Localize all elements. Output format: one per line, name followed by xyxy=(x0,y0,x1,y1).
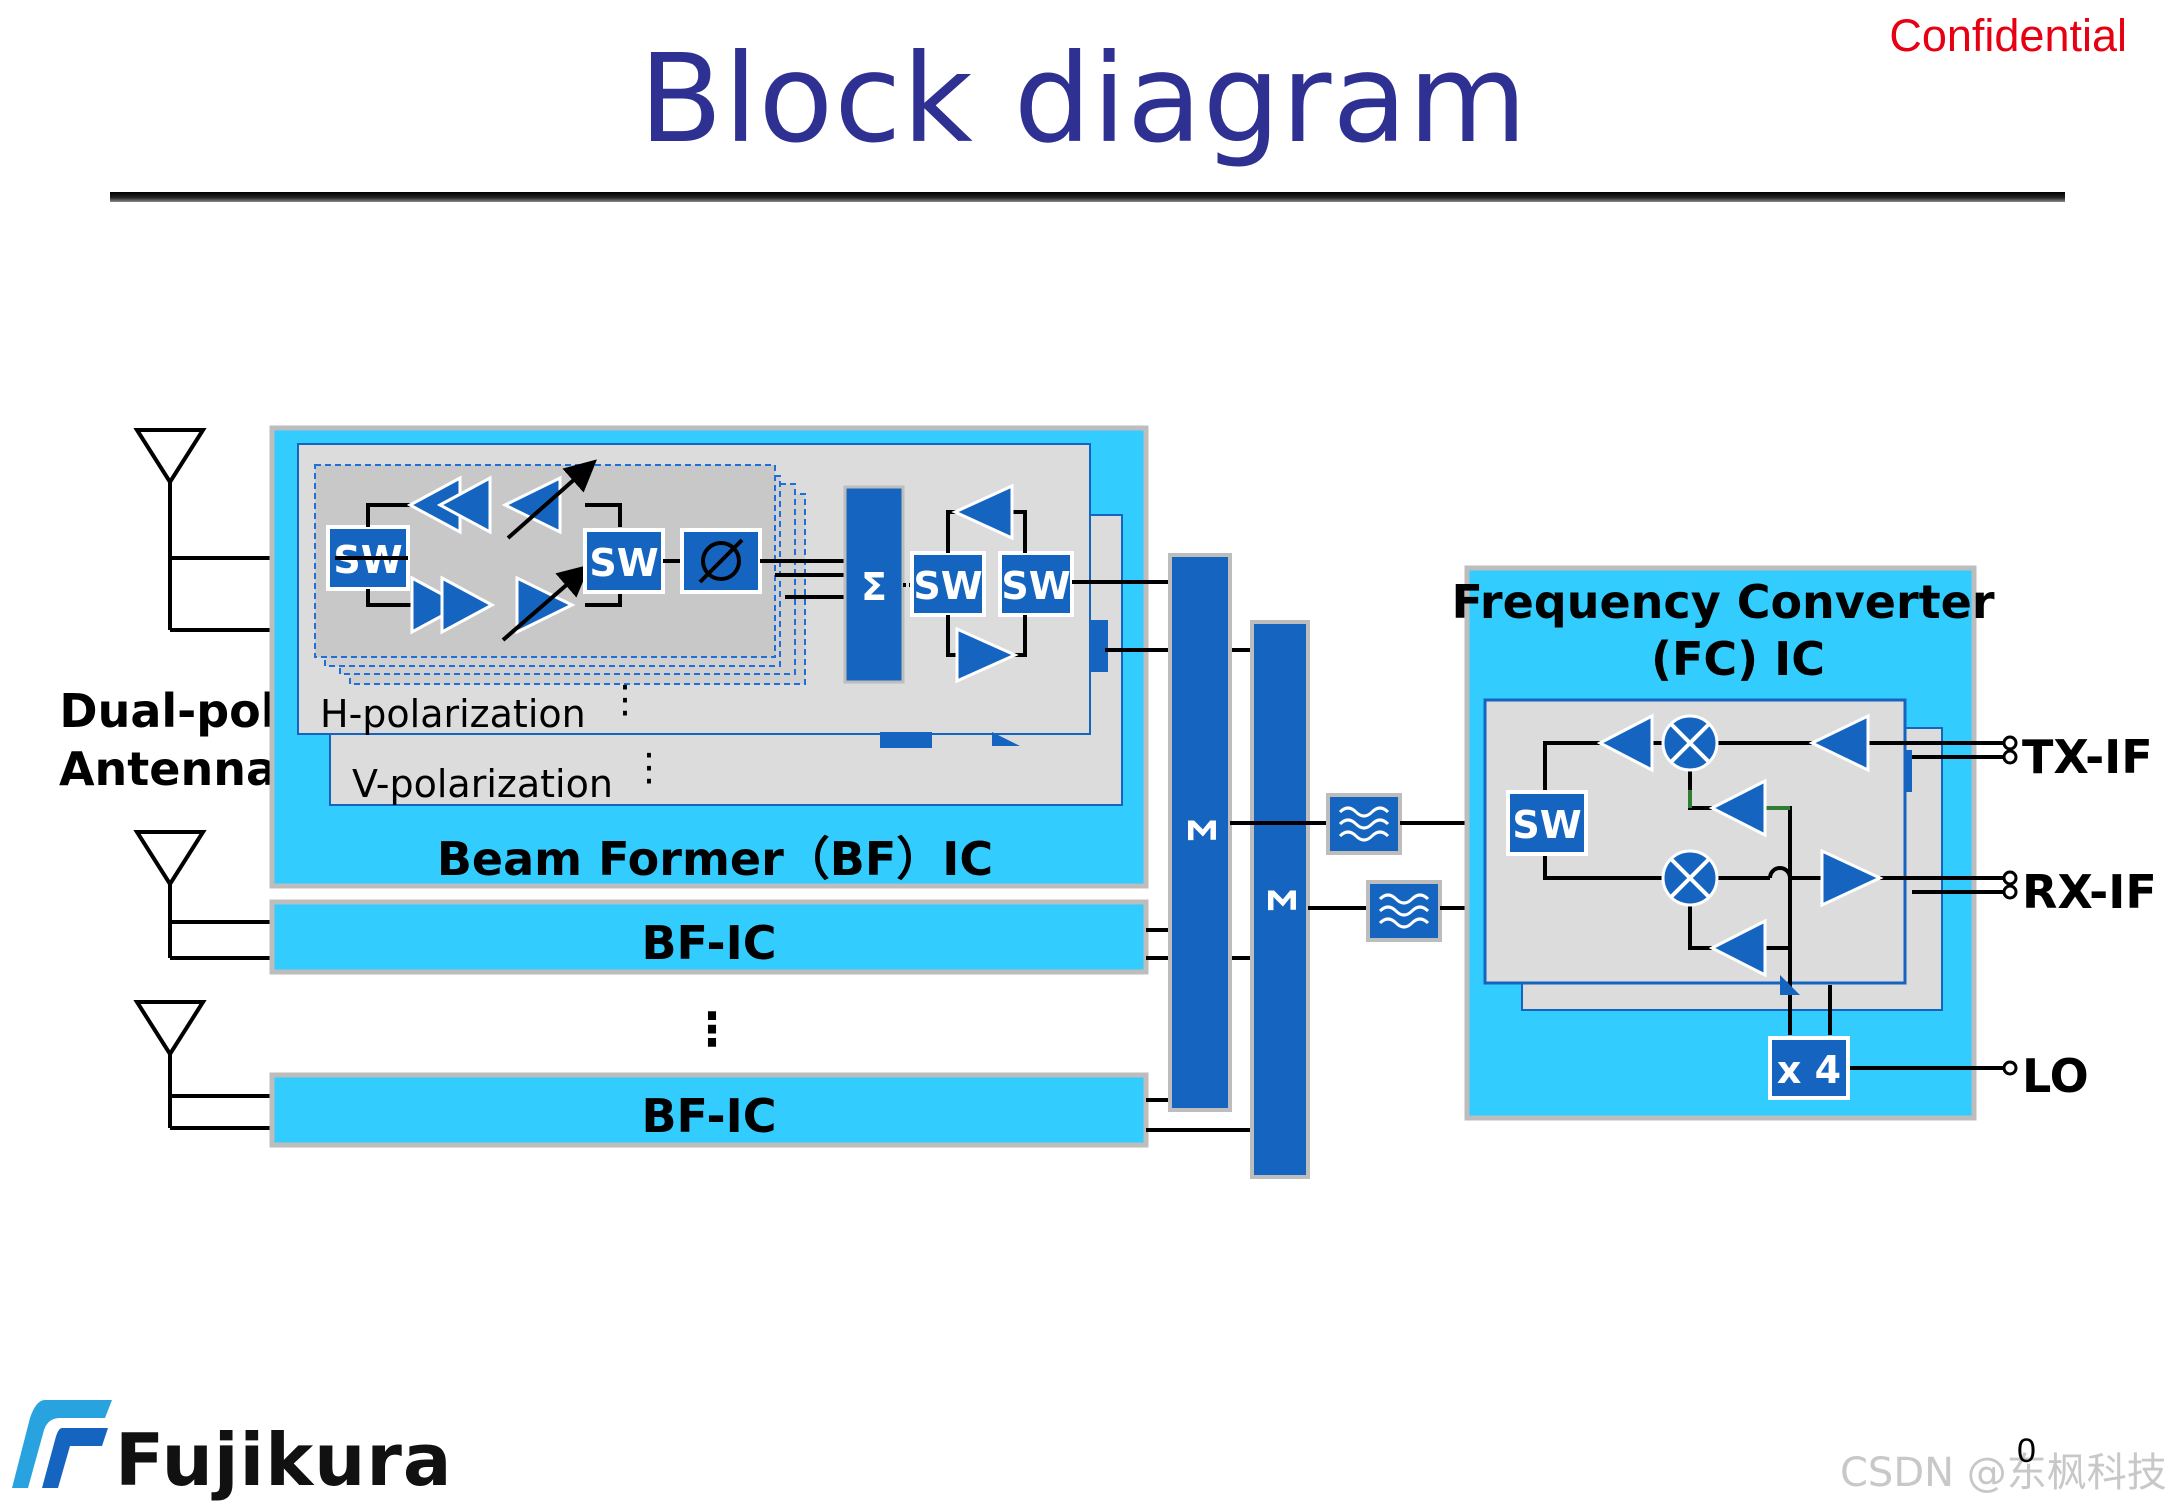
svg-text:SW: SW xyxy=(913,564,982,608)
combiner-sum-1: Σ xyxy=(1168,553,1232,1112)
bf-ic-row-1: BF-IC xyxy=(269,899,1149,975)
bf-ic-row-2: BF-IC xyxy=(269,1072,1149,1148)
port-rx-if-label: RX-IF xyxy=(2022,865,2157,919)
svg-text:SW: SW xyxy=(589,541,658,585)
fc-lo-amplifier-tx-icon xyxy=(1708,778,1767,838)
confidential-label: Confidential xyxy=(1889,10,2127,61)
port-tx-if-label: TX-IF xyxy=(2022,730,2153,784)
fc-switch: SW xyxy=(1506,790,1588,856)
antenna-label-line2: Antenna xyxy=(59,742,277,796)
bf-common-tx-amplifier-icon xyxy=(951,483,1014,541)
bf-ic-more-ellipsis: ⋮ xyxy=(689,1002,735,1056)
filter-icon-1 xyxy=(1326,793,1402,855)
fc-rx-if-amplifier-icon xyxy=(1820,848,1884,908)
bf-tx-variable-attenuator-icon xyxy=(501,459,597,540)
svg-text:SW: SW xyxy=(1512,803,1581,847)
bf-common-rx-amplifier-icon xyxy=(955,626,1019,684)
beam-former-title: Beam Former（BF）IC xyxy=(437,832,993,886)
svg-text:⋮: ⋮ xyxy=(630,745,668,789)
svg-text:SW: SW xyxy=(1001,564,1070,608)
fujikura-logo-icon xyxy=(12,1400,112,1488)
page-number: 0 xyxy=(2017,1432,2036,1470)
antenna-3 xyxy=(133,1000,272,1130)
bf-sum-block: Σ xyxy=(843,485,905,684)
fc-lo-amplifier-rx-icon xyxy=(1708,918,1767,978)
fc-lo-multiplier: x 4 xyxy=(1768,1036,1850,1100)
bf-phase-shifter-icon xyxy=(680,528,762,594)
antenna-2 xyxy=(133,830,272,960)
bf-rx-variable-attenuator-icon xyxy=(501,564,591,642)
bf-rx-amplifier-icon xyxy=(410,575,496,635)
filter-icon-2 xyxy=(1366,880,1442,942)
watermark: CSDN @东枫科技 xyxy=(1840,1450,2167,1496)
fc-title-line2: (FC) IC xyxy=(1651,632,1825,686)
bf-element-switch-out: SW xyxy=(583,528,665,594)
title-divider xyxy=(110,192,2065,202)
bf-tx-amplifier-icon xyxy=(406,475,492,535)
fc-tx-amplifier-icon xyxy=(1596,713,1654,773)
beam-former-ic: SW SW xyxy=(269,425,1149,889)
combiner-sum-2: Σ xyxy=(1250,620,1310,1179)
port-lo-label: LO xyxy=(2022,1049,2089,1103)
svg-text:Σ: Σ xyxy=(861,565,887,609)
fc-title-line1: Frequency Converter xyxy=(1451,575,1994,629)
frequency-converter-ic: Frequency Converter (FC) IC xyxy=(1451,565,2010,1121)
svg-text:Σ: Σ xyxy=(1259,887,1303,913)
brand-name: Fujikura xyxy=(115,1418,453,1502)
antenna-label-line1: Dual-pol xyxy=(59,684,276,738)
svg-text:x 4: x 4 xyxy=(1777,1048,1841,1092)
fc-tx-if-amplifier-icon xyxy=(1808,713,1870,773)
h-polarization-label: H-polarization xyxy=(320,692,586,736)
fc-rx-mixer-icon xyxy=(1661,849,1719,907)
bf-common-switch-1: SW xyxy=(910,551,986,617)
svg-text:BF-IC: BF-IC xyxy=(641,916,776,970)
page-title: Block diagram xyxy=(638,28,1529,170)
svg-text:BF-IC: BF-IC xyxy=(641,1089,776,1143)
fc-tx-mixer-icon xyxy=(1661,714,1719,772)
v-polarization-label: V-polarization xyxy=(352,762,613,806)
bf-common-switch-2: SW xyxy=(998,551,1074,617)
svg-text:Σ: Σ xyxy=(1179,817,1223,843)
port-terminals xyxy=(2002,735,2018,1076)
svg-text:⋮: ⋮ xyxy=(606,677,644,721)
